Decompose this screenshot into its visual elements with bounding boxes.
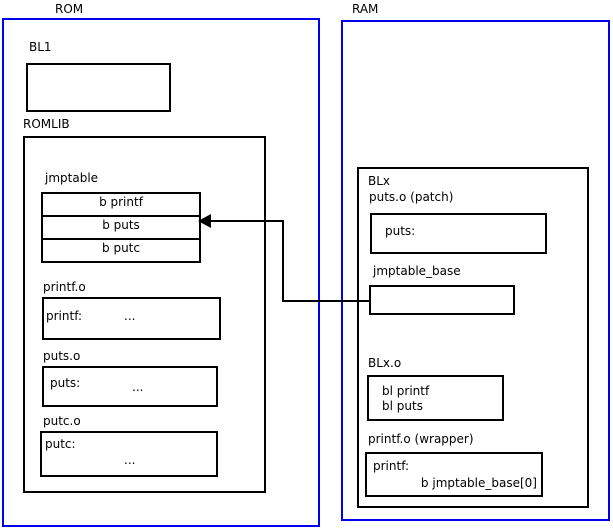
printf-wrapper-label: printf.o (wrapper)	[368, 432, 474, 446]
rom-frame	[2, 18, 320, 527]
jmptable-row-putc: b putc	[41, 238, 201, 263]
puts-patch-symbol: puts:	[385, 224, 416, 238]
ram-frame	[341, 20, 610, 521]
jmptable-base-label: jmptable_base	[373, 264, 461, 278]
blx-label: BLx	[368, 174, 391, 188]
printf-wrapper-instruction: b jmptable_base[0]	[420, 476, 537, 490]
printf-o-label: printf.o	[43, 280, 86, 294]
rom-title: ROM	[55, 2, 84, 16]
jmptable-base-box	[369, 285, 515, 315]
jmptable: b printf b puts b putc	[41, 192, 201, 263]
putc-ellipsis: ...	[124, 453, 136, 467]
puts-patch-label: puts.o (patch)	[369, 190, 454, 204]
printf-symbol: printf:	[46, 309, 83, 323]
putc-o-box: putc: ...	[40, 431, 218, 477]
arrow-segment-bottom	[282, 300, 370, 302]
printf-o-box: printf: ...	[42, 297, 221, 340]
puts-o-label: puts.o	[43, 349, 81, 363]
putc-o-label: putc.o	[43, 414, 81, 428]
puts-ellipsis: ...	[132, 380, 144, 394]
blx-o-box: bl printf bl puts	[367, 375, 504, 421]
bl1-label: BL1	[29, 40, 52, 54]
puts-patch-box: puts:	[370, 213, 547, 254]
puts-o-box: puts: ...	[42, 366, 218, 407]
bl1-box	[26, 63, 171, 112]
blx-o-line-2: bl puts	[382, 399, 423, 413]
printf-ellipsis: ...	[124, 309, 136, 323]
jmptable-label: jmptable	[45, 171, 99, 185]
arrow-head-left-icon	[198, 214, 211, 228]
printf-wrapper-box: printf: b jmptable_base[0]	[365, 452, 543, 497]
puts-symbol: puts:	[50, 376, 81, 390]
jmptable-row-printf: b printf	[41, 192, 201, 217]
blx-o-label: BLx.o	[368, 356, 402, 370]
printf-wrapper-symbol: printf:	[373, 459, 410, 473]
jmptable-row-puts: b puts	[41, 215, 201, 240]
arrow-segment-top	[203, 220, 284, 222]
arrow-segment-vertical	[282, 220, 284, 302]
blx-o-line-1: bl printf	[382, 384, 430, 398]
romlib-label: ROMLIB	[23, 117, 70, 131]
ram-title: RAM	[352, 2, 379, 16]
putc-symbol: putc:	[45, 437, 76, 451]
